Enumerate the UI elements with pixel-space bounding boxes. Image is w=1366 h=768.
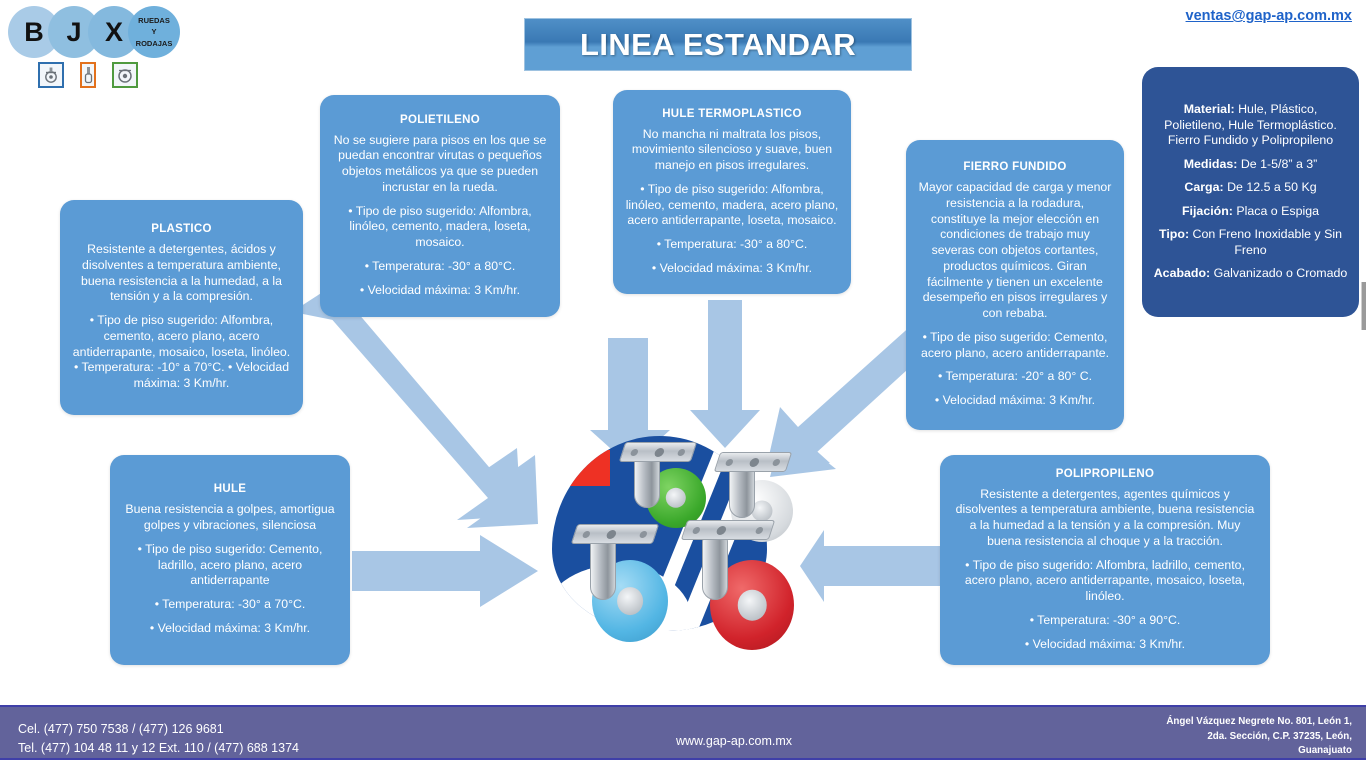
card-description-polipropileno: Resistente a detergentes, agentes químic… <box>955 486 1255 548</box>
spec-value-tipo: Con Freno Inoxidable y Sin Freno <box>1189 227 1342 257</box>
material-card-polietileno[interactable]: POLIETILENO No se sugiere para pisos en … <box>320 95 560 317</box>
arrow-hule-to-center <box>352 535 542 615</box>
spec-value-fijacion: Placa o Espiga <box>1232 203 1320 218</box>
footer-address-line-1: Ángel Vázquez Negrete No. 801, León 1, <box>1166 716 1352 727</box>
material-card-hule[interactable]: HULE Buena resistencia a golpes, amortig… <box>110 455 350 665</box>
card-title-fierro-fundido: FIERRO FUNDIDO <box>963 161 1067 174</box>
mounting-plate-red <box>680 520 776 540</box>
footer-cel: Cel. (477) 750 7538 / (477) 126 9681 <box>18 722 224 736</box>
logo-letter-j: J <box>48 6 100 58</box>
page-title: LINEA ESTANDAR <box>580 26 856 62</box>
footer-website[interactable]: www.gap-ap.com.mx <box>676 734 793 748</box>
page-footer: Cel. (477) 750 7538 / (477) 126 9681 Tel… <box>0 705 1366 760</box>
spec-label-tipo: Tipo: <box>1159 227 1190 242</box>
spec-value-material: Hule, Plástico, Polietileno, Hule Termop… <box>1164 102 1337 148</box>
mounting-plate-green <box>618 442 698 462</box>
card-title-plastico: PLASTICO <box>151 223 212 236</box>
card-title-hule: HULE <box>213 483 247 496</box>
card-temperature-hule: • Temperatura: -30° a 70°C. <box>154 597 306 612</box>
spec-label-carga: Carga: <box>1184 180 1224 195</box>
card-description-polietileno: No se sugiere para pisos en los que se p… <box>333 132 547 194</box>
arrow-polipropileno-to-center <box>800 530 950 610</box>
spec-value-medidas: De 1-5/8” a 3” <box>1237 156 1318 171</box>
card-floors-polietileno: • Tipo de piso sugerido: Alfombra, linól… <box>348 203 532 250</box>
mounting-plate-blue <box>570 524 660 544</box>
arrow-hule-termo-to-center <box>690 300 770 450</box>
spec-value-carga: De 12.5 a 50 Kg <box>1223 180 1317 195</box>
material-card-polipropileno[interactable]: POLIPROPILENO Resistente a detergentes, … <box>940 455 1270 665</box>
footer-tel: Tel. (477) 104 48 11 y 12 Ext. 110 / (47… <box>18 741 299 756</box>
fork-red <box>702 536 728 600</box>
spec-row-material: Material: Hule, Plástico, Polietileno, H… <box>1152 102 1349 149</box>
card-title-polietileno: POLIETILENO <box>400 113 480 126</box>
card-temperature-hule-termoplastico: • Temperatura: -30° a 80°C. <box>656 236 808 251</box>
card-details-plastico: • Tipo de piso sugerido: Alfombra, cemen… <box>72 313 291 391</box>
card-description-fierro-fundido: Mayor capacidad de carga y menor resiste… <box>918 180 1112 321</box>
arrow-fierro-to-center <box>760 323 940 515</box>
card-description-hule-termoplastico: No mancha ni maltrata los pisos, movimie… <box>631 126 833 173</box>
photo-red-accent <box>570 450 610 486</box>
logo-tagline-line-3: RODAJAS <box>135 38 173 48</box>
logo-tagline-line-1: RUEDAS <box>138 15 170 25</box>
scrollbar-handle[interactable] <box>1361 282 1366 330</box>
spec-label-medidas: Medidas: <box>1183 156 1238 171</box>
card-temperature-polipropileno: • Temperatura: -30° a 90°C. <box>1029 612 1181 627</box>
arrow-plastico-to-center <box>293 286 555 540</box>
card-speed-polipropileno: • Velocidad máxima: 3 Km/hr. <box>1024 636 1186 651</box>
card-floors-polipropileno: • Tipo de piso sugerido: Alfombra, ladri… <box>964 557 1246 604</box>
spec-label-acabado: Acabado: <box>1153 266 1211 281</box>
fork-white <box>729 464 755 518</box>
company-logo: B J X RUEDAS Y RODAJAS <box>8 6 188 88</box>
spec-label-fijacion: Fijación: <box>1181 203 1233 218</box>
specifications-card[interactable]: Material: Hule, Plástico, Polietileno, H… <box>1142 67 1359 317</box>
spec-row-tipo: Tipo: Con Freno Inoxidable y Sin Freno <box>1152 227 1349 258</box>
caster-product-photo <box>530 430 840 685</box>
spec-row-carga: Carga: De 12.5 a 50 Kg <box>1152 180 1349 196</box>
material-card-fierro-fundido[interactable]: FIERRO FUNDIDO Mayor capacidad de carga … <box>906 140 1124 430</box>
fork-blue <box>590 538 616 600</box>
footer-phones: Cel. (477) 750 7538 / (477) 126 9681 Tel… <box>18 720 299 759</box>
fork-green <box>634 454 660 508</box>
spec-row-medidas: Medidas: De 1-5/8” a 3” <box>1152 157 1349 173</box>
card-floors-fierro-fundido: • Tipo de piso sugerido: Cemento, acero … <box>921 329 1109 360</box>
mounting-plate-white <box>713 452 793 472</box>
card-title-hule-termoplastico: HULE TERMOPLASTICO <box>662 107 802 120</box>
card-speed-fierro-fundido: • Velocidad máxima: 3 Km/hr. <box>934 393 1096 408</box>
footer-address-line-2: 2da. Sección, C.P. 37235, León, <box>1207 730 1352 742</box>
footer-address: Ángel Vázquez Negrete No. 801, León 1, 2… <box>1166 715 1352 759</box>
stem-caster-icon <box>80 62 96 88</box>
logo-tagline: RUEDAS Y RODAJAS <box>128 6 180 58</box>
card-description-hule: Buena resistencia a golpes, amortigua go… <box>125 502 335 533</box>
logo-circles: B J X RUEDAS Y RODAJAS <box>8 6 188 58</box>
contact-email-link[interactable]: ventas@gap-ap.com.mx <box>1185 8 1352 24</box>
spec-label-material: Material: <box>1183 102 1235 117</box>
card-speed-hule: • Velocidad máxima: 3 Km/hr. <box>149 620 311 635</box>
wheel-blue <box>592 560 668 642</box>
footer-address-line-3: Guanajuato <box>1298 745 1352 757</box>
caster-wheel-icon <box>38 62 64 88</box>
material-card-hule-termoplastico[interactable]: HULE TERMOPLASTICO No mancha ni maltrata… <box>613 90 851 294</box>
card-temperature-polietileno: • Temperatura: -30° a 80°C. <box>364 258 516 273</box>
material-card-plastico[interactable]: PLASTICO Resistente a detergentes, ácido… <box>60 200 303 415</box>
card-floors-hule: • Tipo de piso sugerido: Cemento, ladril… <box>137 541 323 588</box>
page-title-banner: LINEA ESTANDAR <box>524 18 912 71</box>
spec-value-acabado: Galvanizado o Cromado <box>1210 266 1348 281</box>
spec-row-acabado: Acabado: Galvanizado o Cromado <box>1152 266 1349 282</box>
card-title-polipropileno: POLIPROPILENO <box>1055 467 1155 480</box>
card-speed-hule-termoplastico: • Velocidad máxima: 3 Km/hr. <box>651 260 813 275</box>
card-floors-hule-termoplastico: • Tipo de piso sugerido: Alfombra, linól… <box>625 181 839 228</box>
card-speed-polietileno: • Velocidad máxima: 3 Km/hr. <box>359 282 521 297</box>
logo-product-icons <box>38 62 138 88</box>
arrow-polietileno-to-center <box>590 338 728 468</box>
spec-row-fijacion: Fijación: Placa o Espiga <box>1152 204 1349 220</box>
card-temperature-fierro-fundido: • Temperatura: -20° a 80° C. <box>937 369 1093 384</box>
wheel-icon <box>112 62 138 88</box>
logo-tagline-line-2: Y <box>151 27 157 37</box>
card-description-plastico: Resistente a detergentes, ácidos y disol… <box>81 242 282 304</box>
